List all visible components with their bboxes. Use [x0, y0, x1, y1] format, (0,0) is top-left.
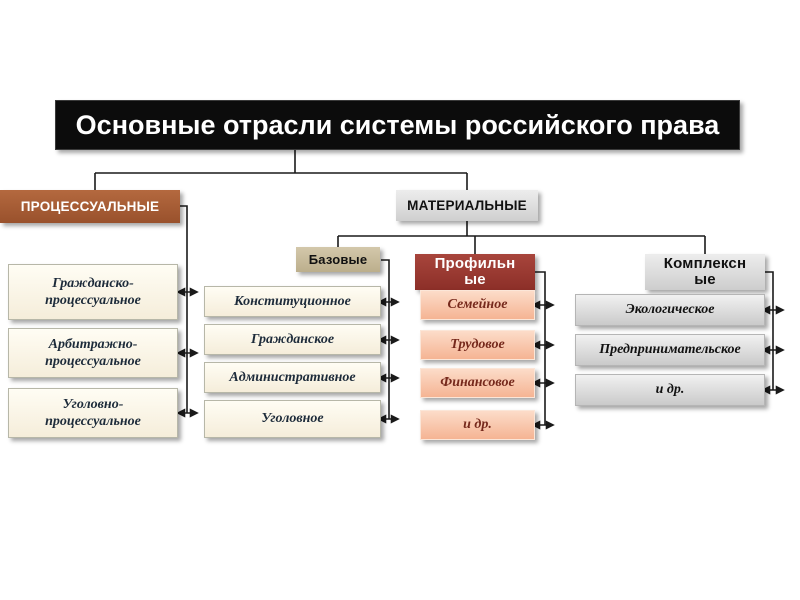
node-grazhdansko-processualnoe: Гражданско-процессуальное: [8, 264, 178, 320]
title-branch-connector: [94, 150, 468, 190]
node-ugolovnoe: Уголовное: [204, 400, 381, 438]
processual-spine: [180, 205, 188, 413]
node-label: Гражданское: [250, 331, 335, 347]
group-bazovye-label: Базовые: [308, 252, 368, 267]
node-label: Трудовое: [450, 337, 505, 353]
group-profilnye-label: Профильные: [434, 254, 516, 288]
node-finansovoe: Финансовое: [420, 368, 535, 398]
node-label: Конституционное: [234, 293, 351, 309]
node-label: Семейное: [447, 297, 508, 313]
node-label: и др.: [463, 417, 492, 433]
group-profilnye-header: Профильные: [415, 254, 535, 290]
node-label: Арбитражно-процессуальное: [45, 336, 141, 370]
node-label: Предпринимательское: [599, 342, 741, 358]
node-label: Гражданско-процессуальное: [45, 275, 141, 309]
profilnye-spine: [535, 271, 546, 425]
kompleksnye-spine: [765, 271, 774, 390]
node-label: Административное: [229, 369, 356, 385]
node-ekologicheskoe: Экологическое: [575, 294, 765, 326]
node-label: и др.: [655, 382, 685, 398]
node-kompleksnye-i-dr: и др.: [575, 374, 765, 406]
branch-material-label: МАТЕРИАЛЬНЫЕ: [407, 198, 527, 213]
branch-material-header: МАТЕРИАЛЬНЫЕ: [396, 190, 538, 221]
node-profilnye-i-dr: и др.: [420, 410, 535, 440]
node-predprinimatelskoe: Предпринимательское: [575, 334, 765, 366]
node-konstitucionnoe: Конституционное: [204, 286, 381, 317]
diagram-title: Основные отрасли системы российского пра…: [55, 100, 740, 150]
node-semejnoe: Семейное: [420, 290, 535, 320]
diagram-title-text: Основные отрасли системы российского пра…: [75, 109, 720, 140]
bazovye-spine: [381, 259, 390, 419]
group-bazovye-header: Базовые: [296, 247, 380, 272]
group-kompleksnye-label: Комплексные: [663, 254, 747, 288]
node-administrativnoe: Административное: [204, 362, 381, 393]
branch-processual-header: ПРОЦЕССУАЛЬНЫЕ: [0, 190, 180, 223]
node-ugolovno-processualnoe: Уголовно-процессуальное: [8, 388, 178, 438]
node-trudovoe: Трудовое: [420, 330, 535, 360]
node-label: Экологическое: [625, 302, 715, 318]
group-kompleksnye-header: Комплексные: [645, 254, 765, 290]
node-grazhdanskoe: Гражданское: [204, 324, 381, 355]
node-label: Уголовно-процессуальное: [45, 396, 141, 430]
node-arbitrazhno-processualnoe: Арбитражно-процессуальное: [8, 328, 178, 378]
node-label: Финансовое: [440, 375, 515, 391]
branch-processual-label: ПРОЦЕССУАЛЬНЫЕ: [20, 199, 160, 214]
material-groups-connector: [337, 221, 706, 254]
node-label: Уголовное: [261, 411, 324, 427]
